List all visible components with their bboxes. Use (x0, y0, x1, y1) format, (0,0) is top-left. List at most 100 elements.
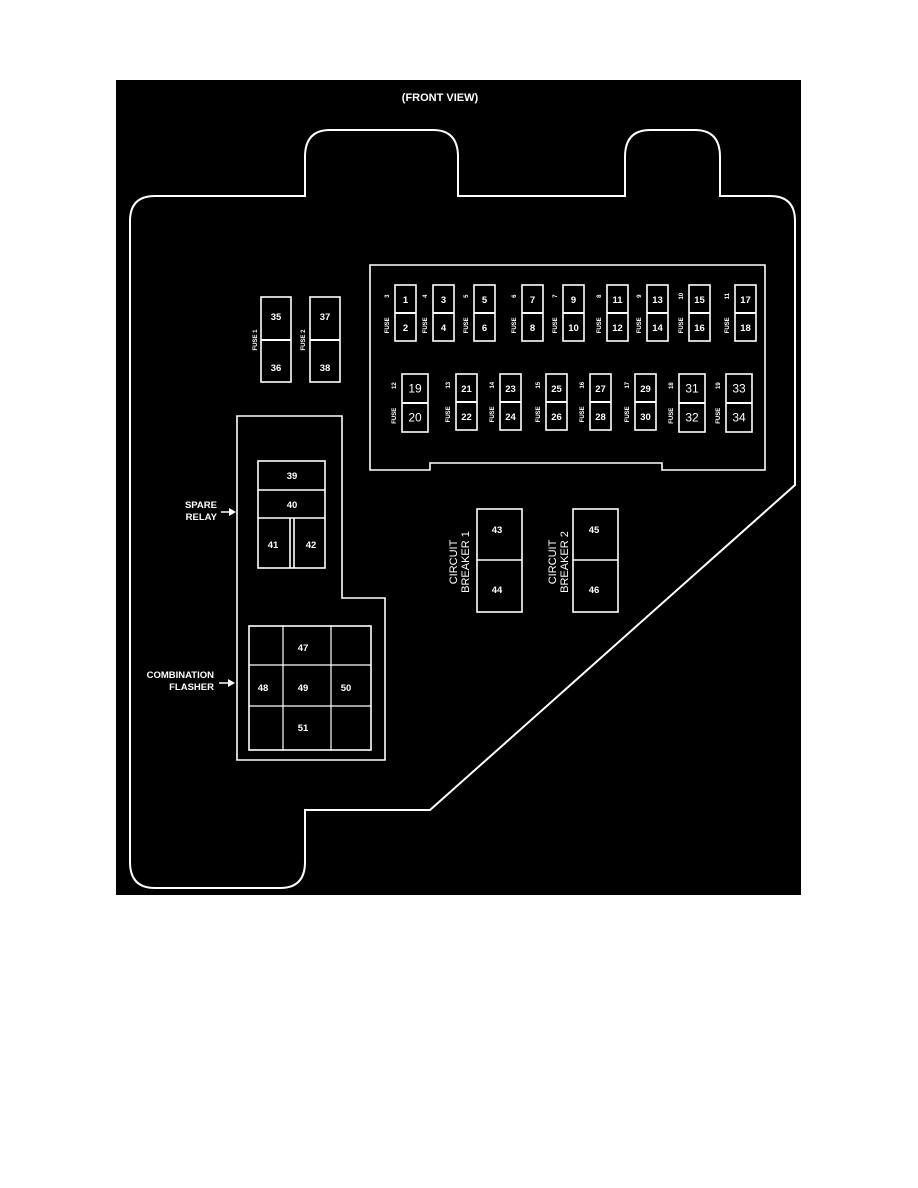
cavity-44: 44 (492, 585, 503, 596)
cavity-33: 33 (732, 382, 746, 396)
cavity-45: 45 (589, 525, 600, 536)
cavity-15: 15 (694, 295, 705, 306)
cavity-40: 40 (287, 500, 298, 511)
circuit-breaker-1-label-line1: CIRCUIT (448, 539, 460, 584)
fuse-word-label: FUSE (625, 406, 631, 422)
fuse-word-label: FUSE (637, 317, 643, 333)
fuse-word-label: FUSE (553, 317, 559, 333)
circuit-breaker-1: 43 44 (476, 508, 523, 613)
fuse-word-label: FUSE (679, 317, 685, 333)
cavity-30: 30 (640, 412, 651, 423)
cavity-7: 7 (530, 295, 535, 306)
fuse-word-label: FUSE (490, 406, 496, 422)
spare-relay: 39 40 41 42 (257, 460, 326, 569)
cavity-43: 43 (492, 525, 503, 536)
cavity-22: 22 (461, 412, 472, 423)
cavity-19: 19 (408, 382, 422, 396)
cavity-17: 17 (740, 295, 751, 306)
combination-flasher-label-line2: FLASHER (169, 682, 214, 693)
fuse-number-label: 19 (716, 382, 722, 389)
cavity-1: 1 (403, 295, 409, 306)
cavity-46: 46 (589, 585, 600, 596)
fuse-number-label: 4 (423, 294, 429, 298)
fuse-number-label: 17 (625, 381, 631, 388)
cavity-48: 48 (258, 683, 269, 694)
cavity-21: 21 (461, 384, 472, 395)
fuse-number-label: 5 (464, 294, 470, 298)
fuse-word-label: FUSE (669, 408, 675, 424)
fuse-word-label: FUSE (392, 408, 398, 424)
cavity-23: 23 (505, 384, 516, 395)
cavity-20: 20 (408, 411, 422, 425)
fuse-number-label: 11 (725, 292, 731, 299)
fuse-number-label: 7 (553, 294, 559, 298)
cavity-28: 28 (595, 412, 606, 423)
combination-flasher-label-line1: COMBINATION (147, 670, 215, 681)
fuse-word-label: FUSE (464, 317, 470, 333)
left-fuse-1: 35 36 (260, 296, 292, 383)
cavity-12: 12 (612, 323, 623, 334)
fuse-word-label: FUSE (512, 317, 518, 333)
cavity-32: 32 (685, 411, 699, 425)
fuse-2-label: FUSE 2 (301, 329, 307, 351)
cavity-34: 34 (732, 411, 746, 425)
circuit-breaker-2-label-line1: CIRCUIT (547, 539, 559, 584)
cavity-14: 14 (652, 323, 663, 334)
cavity-25: 25 (551, 384, 562, 395)
housing-outline (129, 129, 796, 889)
cavity-11: 11 (612, 295, 623, 306)
left-fuse-2: 37 38 (309, 296, 341, 383)
fuse-number-label: 10 (679, 292, 685, 299)
cavity-27: 27 (595, 384, 606, 395)
cavity-16: 16 (694, 323, 705, 334)
fuse-10: 15 16 FUSE 10 (679, 284, 711, 342)
cavity-26: 26 (551, 412, 562, 423)
cavity-2: 2 (403, 323, 408, 334)
circuit-breaker-2-label-line2: BREAKER 2 (559, 531, 571, 593)
cavity-37: 37 (320, 312, 331, 323)
cavity-3: 3 (441, 295, 446, 306)
fuse-11: 17 18 FUSE 11 (725, 284, 757, 342)
cavity-42: 42 (306, 540, 317, 551)
cavity-18: 18 (740, 323, 751, 334)
fuse-number-label: 6 (512, 294, 518, 298)
relay-area-outline (236, 415, 386, 761)
cavity-36: 36 (271, 363, 282, 374)
fuse-12: 19 20 FUSE 12 (392, 373, 429, 433)
diagram-background (116, 80, 801, 895)
cavity-8: 8 (530, 323, 535, 334)
spare-relay-label-line1: SPARE (185, 500, 217, 511)
cavity-49: 49 (298, 683, 309, 694)
fuse-word-label: FUSE (446, 406, 452, 422)
fuse-word-label: FUSE (423, 317, 429, 333)
fuse-area-outline (369, 264, 766, 471)
cavity-4: 4 (441, 323, 447, 334)
fuse-number-label: 3 (385, 294, 391, 298)
cavity-5: 5 (482, 295, 488, 306)
fuse-number-label: 9 (637, 294, 643, 298)
combination-flasher: 47 48 49 50 51 (248, 625, 372, 751)
fuse-6: 7 8 FUSE 6 (512, 284, 544, 342)
cavity-47: 47 (298, 643, 309, 654)
fuse-number-label: 8 (597, 294, 603, 298)
diagram-title: (FRONT VIEW) (402, 92, 479, 104)
spare-relay-label-line2: RELAY (186, 512, 218, 523)
cavity-24: 24 (505, 412, 516, 423)
fuse-word-label: FUSE (725, 317, 731, 333)
fuse-number-label: 12 (392, 382, 398, 389)
fuse-word-label: FUSE (716, 408, 722, 424)
